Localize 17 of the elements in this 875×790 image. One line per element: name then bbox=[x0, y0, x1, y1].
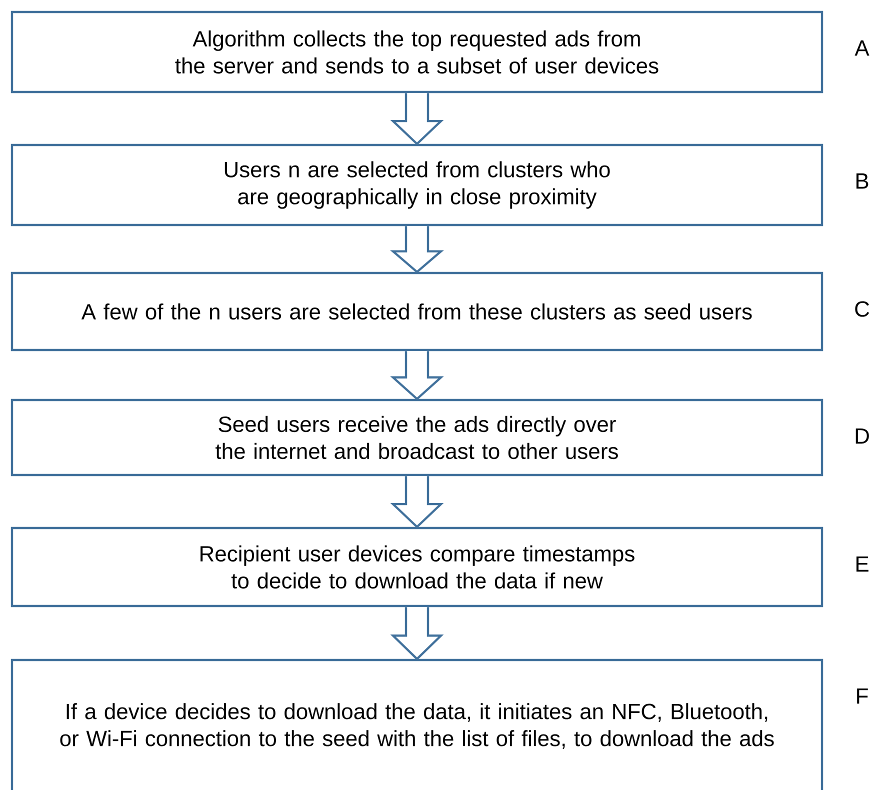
block-arrow bbox=[390, 475, 444, 528]
block-arrow bbox=[390, 606, 444, 660]
step-letter: D bbox=[856, 428, 869, 444]
process-box: Seed users receive the ads directly over the internet and broadcast to other users bbox=[10, 398, 824, 476]
process-box: A few of the n users are selected from these clusters as seed users bbox=[10, 272, 824, 352]
process-box: If a device decides to download the data, it initiates an NFC, Bluetooth, or Wi-Fi connection to the seed with the list of files, to download the ads bbox=[10, 658, 824, 790]
step-letter: C bbox=[855, 301, 870, 317]
block-arrow bbox=[390, 225, 444, 274]
process-box: Users n are selected from clusters who are geographically in close proximity bbox=[10, 144, 824, 226]
process-box: Recipient user devices compare timestamps to decide to download the data if new bbox=[10, 526, 824, 608]
block-arrow bbox=[390, 92, 444, 146]
process-box: Algorithm collects the top requested ads from the server and sends to a subset of user devices bbox=[10, 10, 824, 94]
step-letter: A bbox=[854, 40, 870, 56]
block-arrow bbox=[390, 350, 444, 400]
step-letter: E bbox=[856, 556, 868, 572]
step-letter: F bbox=[857, 688, 868, 704]
step-letter: B bbox=[856, 173, 868, 189]
